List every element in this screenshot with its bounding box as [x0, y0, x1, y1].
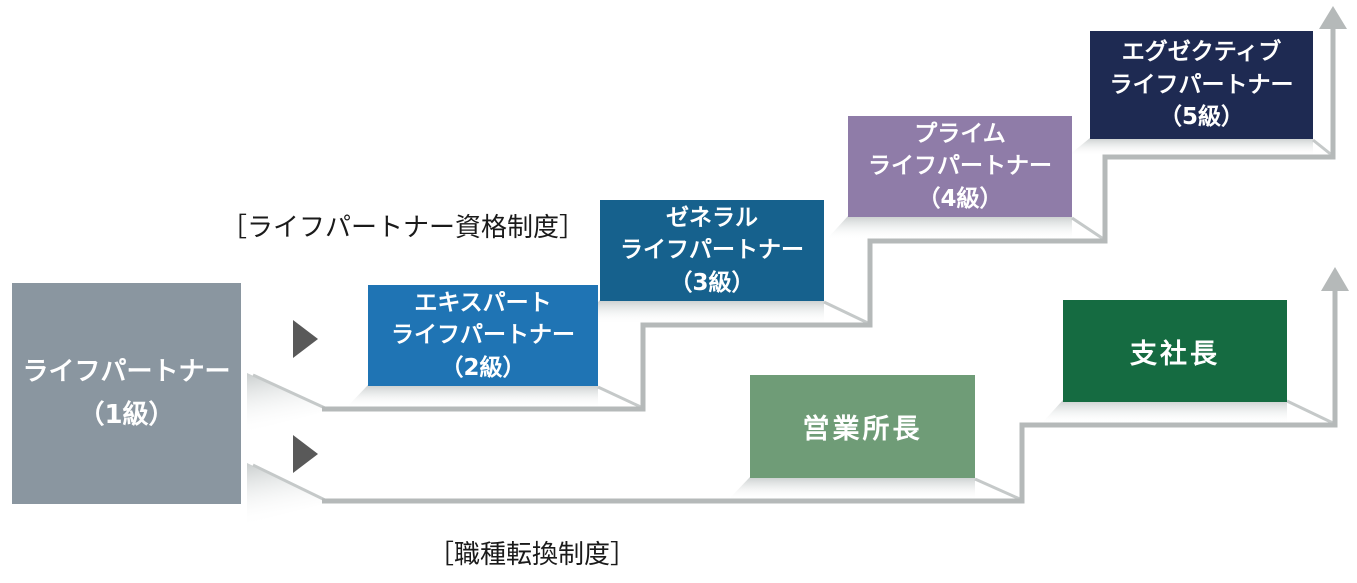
right-arrow-icon — [293, 435, 318, 473]
node-prime-life-partner-4: プライム ライフパートナー （4級） — [848, 116, 1072, 217]
node-general-life-partner-3: ゼネラル ライフパートナー （3級） — [600, 200, 824, 301]
fold-shadows — [247, 373, 330, 524]
up-arrow-icon — [1321, 267, 1349, 291]
node-title: ライフパートナー — [22, 357, 231, 388]
box-drop-shadows — [346, 138, 1313, 500]
node-title: 営業所長 — [802, 414, 923, 445]
node-branch-manager: 支社長 — [1063, 300, 1287, 402]
qualification-system-label: ［ライフパートナー資格制度］ — [221, 213, 586, 243]
node-subtitle: ライフパートナー — [1109, 71, 1294, 98]
node-expert-life-partner-2: エキスパート ライフパートナー （2級） — [368, 285, 598, 386]
node-grade: （2級） — [440, 354, 526, 381]
node-subtitle: ライフパートナー — [620, 237, 804, 264]
node-subtitle: ライフパートナー — [868, 153, 1052, 180]
up-arrow-icon — [1319, 6, 1347, 29]
right-arrow-icon — [293, 320, 318, 358]
node-sales-office-manager: 営業所長 — [750, 375, 975, 478]
node-executive-life-partner-5: エグゼクティブ ライフパートナー （5級） — [1090, 31, 1313, 139]
node-title: エグゼクティブ — [1121, 39, 1282, 66]
node-grade: （4級） — [917, 185, 1003, 212]
node-grade: （1級） — [78, 399, 175, 430]
job-conversion-system-label: ［職種転換制度］ — [428, 540, 637, 570]
staircase-job-conversion-path — [322, 267, 1349, 504]
staircase-qualification-path — [322, 6, 1347, 412]
node-subtitle: ライフパートナー — [391, 322, 575, 349]
node-grade: （3級） — [669, 269, 755, 296]
node-title: 支社長 — [1130, 338, 1220, 370]
node-title: エキスパート — [414, 289, 552, 316]
node-grade: （5級） — [1158, 104, 1244, 131]
node-title: ゼネラル — [666, 204, 758, 231]
node-life-partner-1: ライフパートナー （1級） — [12, 283, 241, 504]
fold-lines — [252, 138, 1336, 502]
node-title: プライム — [914, 120, 1006, 147]
